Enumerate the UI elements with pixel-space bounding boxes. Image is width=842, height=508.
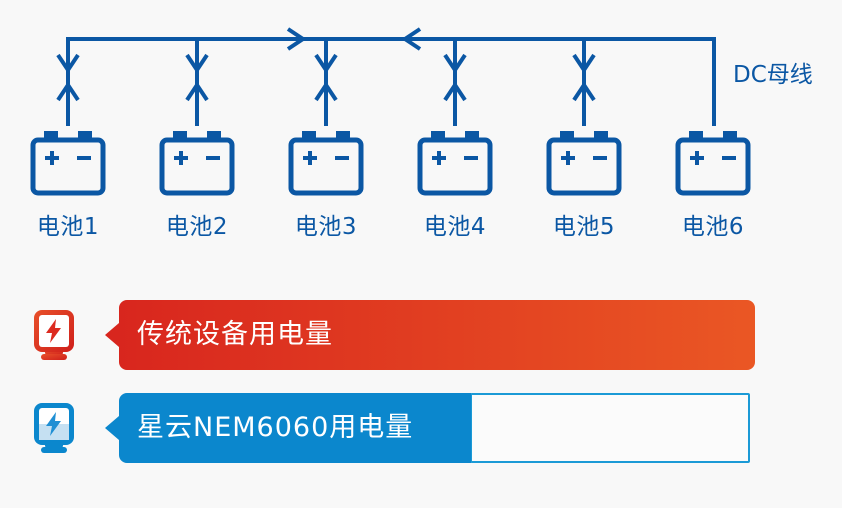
stem-down-arrow-4-icon — [443, 53, 467, 74]
battery-symbol-6 — [675, 131, 751, 196]
comparison-row-nem6060: 星云NEM6060用电量 — [0, 390, 842, 466]
battery-symbol-5 — [546, 131, 622, 196]
traditional-consumption-label: 传统设备用电量 — [137, 319, 333, 350]
stem-up-arrow-3-icon — [314, 81, 338, 102]
device-bolt-icon-red — [31, 308, 77, 361]
traditional-consumption-bar: 传统设备用电量 — [105, 300, 755, 370]
battery-symbol-4 — [417, 131, 493, 196]
stem-up-arrow-5-icon — [572, 81, 596, 102]
stem-down-arrow-1-icon — [56, 53, 80, 74]
battery-symbol-1 — [30, 131, 106, 196]
stem-down-arrow-3-icon — [314, 53, 338, 74]
stem-down-arrow-2-icon — [185, 53, 209, 74]
battery-symbol-3 — [288, 131, 364, 196]
nem6060-consumption-label: 星云NEM6060用电量 — [137, 412, 414, 443]
traditional-bar-shape — [105, 300, 755, 370]
bus-flow-arrow-left-icon — [401, 27, 422, 51]
bus-flow-arrow-right-icon — [286, 27, 307, 51]
device-bolt-icon-blue — [31, 401, 77, 454]
battery-bus-diagram: DC母线 电池1 电池2 电池3 电池4 电池5 电池6 — [0, 0, 842, 250]
dc-bus-label: DC母线 — [733, 62, 813, 88]
battery-label-3: 电池3 — [294, 214, 358, 240]
battery-label-6: 电池6 — [681, 214, 745, 240]
nem6060-remaining-capacity — [470, 393, 750, 463]
comparison-row-traditional: 传统设备用电量 — [0, 297, 842, 373]
stem-up-arrow-1-icon — [56, 81, 80, 102]
stem-up-arrow-2-icon — [185, 81, 209, 102]
battery-label-4: 电池4 — [423, 214, 487, 240]
battery-label-2: 电池2 — [165, 214, 229, 240]
nem6060-bar-shape — [105, 393, 471, 463]
battery-label-1: 电池1 — [36, 214, 100, 240]
battery-symbol-2 — [159, 131, 235, 196]
nem6060-consumption-bar: 星云NEM6060用电量 — [105, 393, 471, 463]
battery-label-5: 电池5 — [552, 214, 616, 240]
bus-schematic — [30, 27, 751, 196]
consumption-comparison: 传统设备用电量 — [0, 285, 842, 485]
stem-down-arrow-5-icon — [572, 53, 596, 74]
stem-up-arrow-4-icon — [443, 81, 467, 102]
